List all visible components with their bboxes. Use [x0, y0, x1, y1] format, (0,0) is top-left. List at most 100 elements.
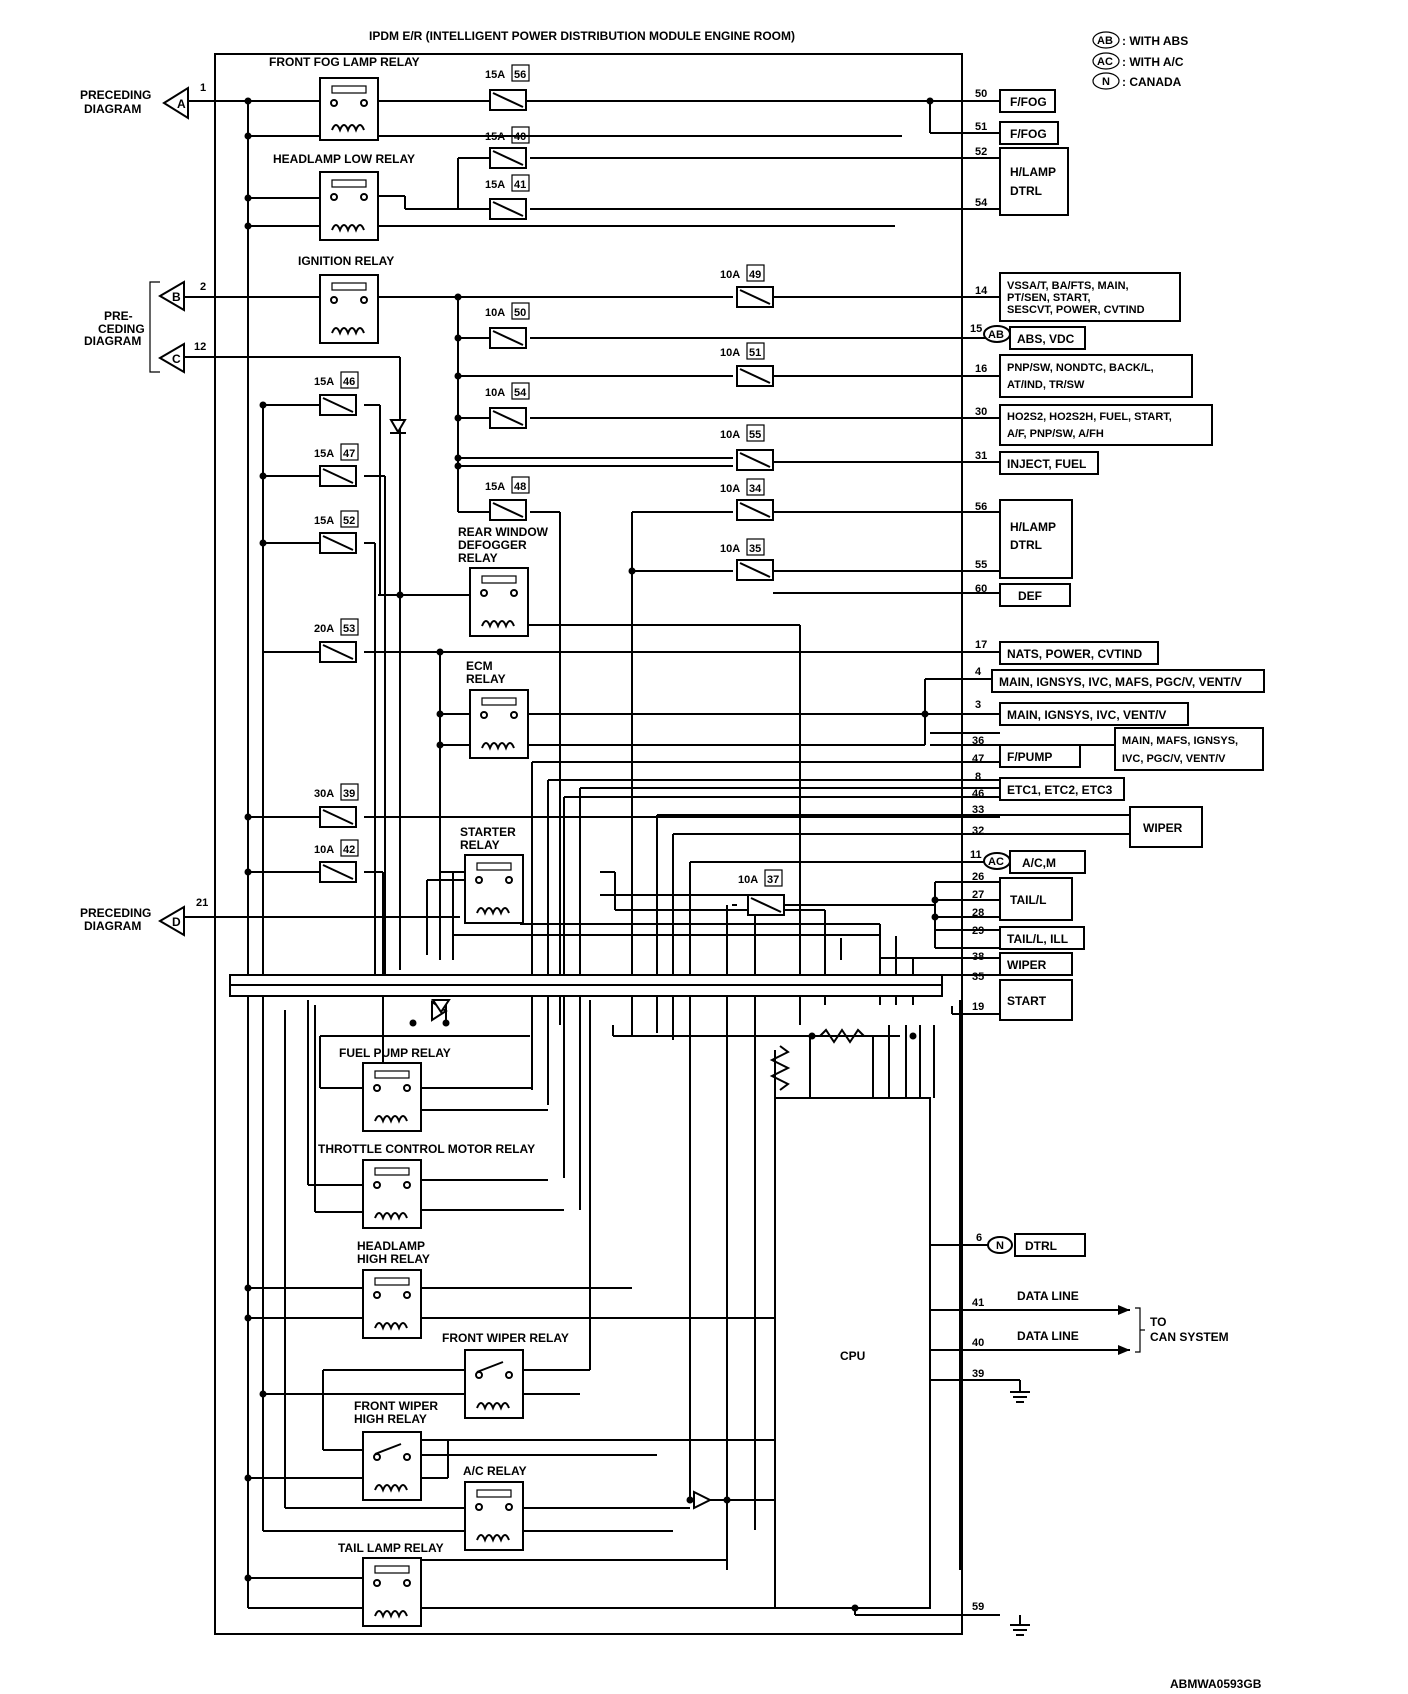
relay-rear-defogger [469, 567, 529, 637]
pin-54: 54 [975, 197, 988, 209]
fuse-53 [319, 641, 357, 663]
pin-32: 32 [972, 825, 984, 837]
fuse-46 [319, 394, 357, 416]
fuse-amp-41: 15A [485, 179, 505, 191]
fuse-51 [736, 365, 774, 387]
fuse-47 [319, 465, 357, 487]
relay-front-wiper-high [362, 1431, 422, 1501]
fuse-num-51: 51 [749, 347, 761, 359]
out-pnp-2: AT/IND, TR/SW [1007, 379, 1085, 391]
out-data-line-1: DATA LINE [1017, 1289, 1079, 1303]
fuse-amp-37: 10A [738, 874, 758, 886]
relay-ac [464, 1481, 524, 1551]
fuse-num-53: 53 [343, 623, 355, 635]
fuse-amp-55: 10A [720, 429, 740, 441]
pin-11: 11 [970, 849, 982, 861]
fuse-40 [489, 147, 527, 169]
pin-8: 8 [975, 771, 981, 783]
legend-text-ac: : WITH A/C [1122, 55, 1184, 69]
pin-55: 55 [975, 559, 987, 571]
pin-16: 16 [975, 363, 987, 375]
pin-2: 2 [200, 281, 206, 293]
pin-14: 14 [975, 285, 988, 297]
preceding-label-bc2: CEDING [98, 322, 145, 336]
connector-a-label: A [177, 97, 186, 111]
relay-label-ac: A/C RELAY [463, 1464, 527, 1478]
diagram-title: IPDM E/R (INTELLIGENT POWER DISTRIBUTION… [369, 29, 795, 43]
out-tail-1: TAIL/L [1010, 893, 1046, 907]
relays [319, 77, 529, 1627]
fuse-37 [747, 894, 785, 916]
fuse-num-40: 40 [514, 131, 526, 143]
relay-label-ignition: IGNITION RELAY [298, 254, 394, 268]
fuse-55 [736, 449, 774, 471]
pin-26: 26 [972, 871, 984, 883]
preceding-label-bc1: PRE- [104, 309, 133, 323]
out-data-line-2: DATA LINE [1017, 1329, 1079, 1343]
fuse-num-56: 56 [514, 69, 526, 81]
fuse-amp-48: 15A [485, 481, 505, 493]
pin-33: 33 [972, 804, 984, 816]
fuse-num-35: 35 [749, 543, 761, 555]
out-hlamp-2a: H/LAMP [1010, 520, 1056, 534]
pin-51: 51 [975, 121, 987, 133]
pin-29: 29 [972, 925, 984, 937]
out-vssa-3: SESCVT, POWER, CVTIND [1007, 304, 1145, 316]
out-pnp-1: PNP/SW, NONDTC, BACK/L, [1007, 362, 1154, 374]
legend-code-n: N [1102, 76, 1110, 88]
relay-fuel-pump [362, 1062, 422, 1132]
out-main-1: MAIN, IGNSYS, IVC, MAFS, PGC/V, VENT/V [999, 675, 1242, 689]
pin-38: 38 [972, 951, 984, 963]
fuse-amp-40: 15A [485, 131, 505, 143]
fuse-num-37: 37 [767, 874, 779, 886]
out-hlamp-2b: DTRL [1010, 538, 1042, 552]
fuse-39 [319, 806, 357, 828]
code-ac: AC [988, 856, 1004, 868]
out-start: START [1007, 994, 1047, 1008]
junction-dots [244, 97, 939, 1612]
pin-56: 56 [975, 501, 987, 513]
pin-52: 52 [975, 146, 987, 158]
fuse-num-49: 49 [749, 269, 761, 281]
fuse-num-50: 50 [514, 307, 526, 319]
pin-21: 21 [196, 897, 208, 909]
out-ffog-1: F/FOG [1010, 95, 1047, 109]
ground-icon-39 [1010, 1391, 1030, 1403]
out-fpump: F/PUMP [1007, 750, 1052, 764]
pin-35: 35 [972, 971, 984, 983]
relay-label-front-wiper-high-2: HIGH RELAY [354, 1412, 427, 1426]
out-acm: A/C,M [1022, 856, 1056, 870]
out-hlamp-1b: DTRL [1010, 184, 1042, 198]
ground-icon-59 [1010, 1624, 1030, 1636]
to-can-2: CAN SYSTEM [1150, 1330, 1229, 1344]
connector-d-label: D [172, 915, 181, 929]
fuse-num-55: 55 [749, 429, 761, 441]
relay-label-headlamp-high-1: HEADLAMP [357, 1239, 425, 1253]
fuse-34 [736, 499, 774, 521]
out-main-2: MAIN, IGNSYS, IVC, VENT/V [1007, 708, 1166, 722]
pin-1: 1 [200, 82, 206, 94]
fuse-amp-54: 10A [485, 387, 505, 399]
pin-6: 6 [976, 1232, 982, 1244]
pin-30: 30 [975, 406, 987, 418]
pin-3: 3 [975, 699, 981, 711]
pin-19: 19 [972, 1001, 984, 1013]
fuse-num-52: 52 [343, 515, 355, 527]
relay-ignition [319, 274, 379, 344]
internal-wiring [215, 100, 1130, 1608]
relay-front-wiper [464, 1349, 524, 1419]
pin-12: 12 [194, 341, 206, 353]
pin-40: 40 [972, 1337, 984, 1349]
pin-41: 41 [972, 1297, 984, 1309]
out-abs: ABS, VDC [1017, 332, 1075, 346]
relay-front-fog [319, 77, 379, 141]
fuse-54 [489, 407, 527, 429]
cpu-block [774, 1097, 931, 1609]
relay-label-fuel-pump: FUEL PUMP RELAY [339, 1046, 451, 1060]
preceding-label-a2: DIAGRAM [84, 102, 141, 116]
legend: AB : WITH ABS AC : WITH A/C N : CANADA [1092, 31, 1188, 90]
preceding-label-a1: PRECEDING [80, 88, 151, 102]
pin-59: 59 [972, 1601, 984, 1613]
